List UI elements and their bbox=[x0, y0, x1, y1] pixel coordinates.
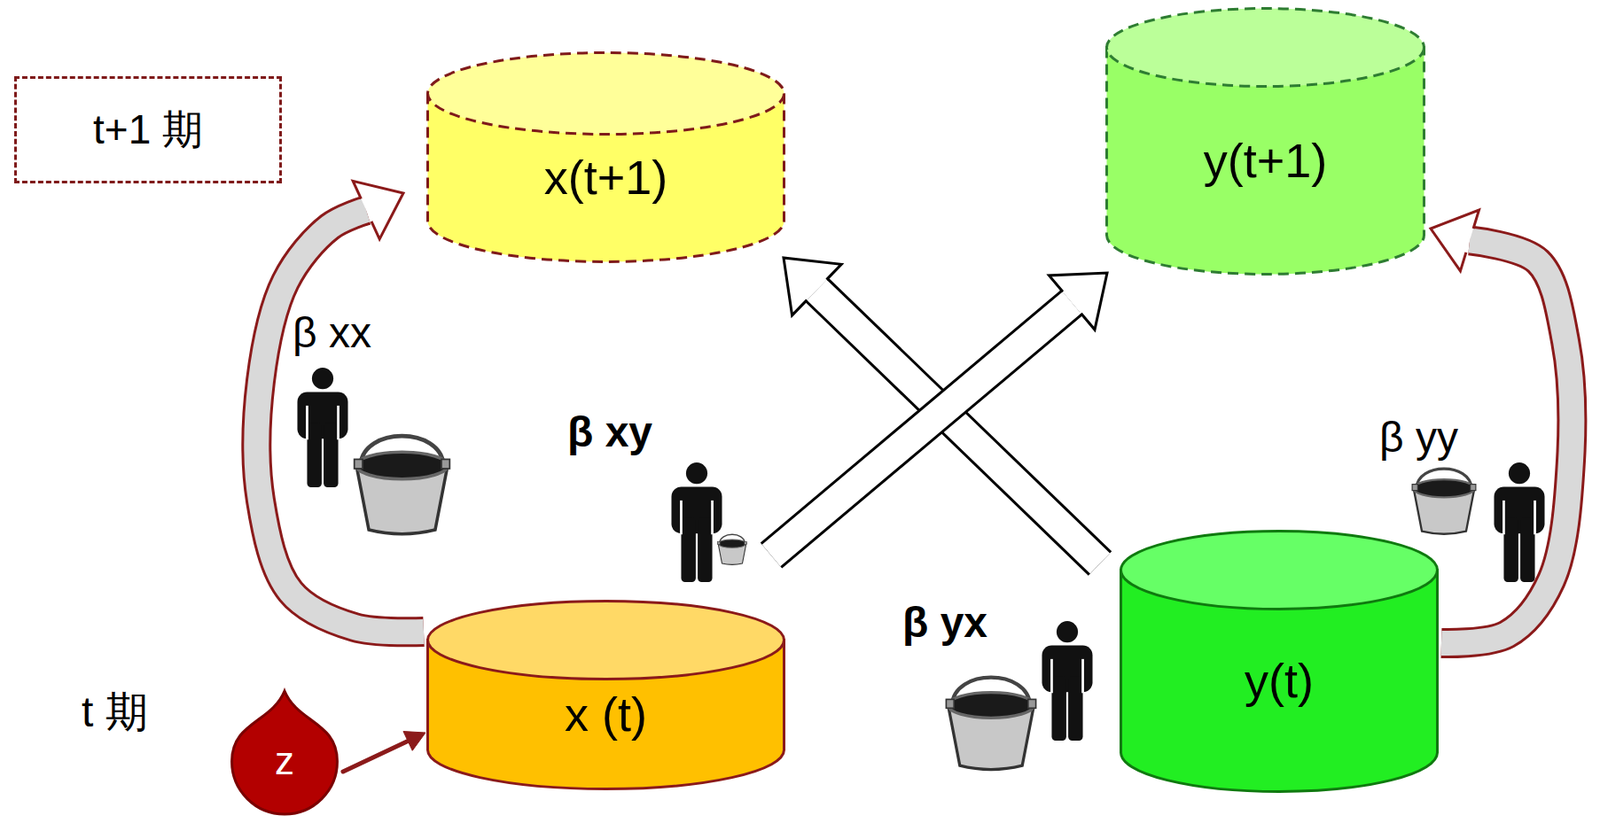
coefficient-label: β xy bbox=[567, 407, 653, 457]
stock-cylinder: x (t) bbox=[426, 600, 786, 791]
bucket-icon bbox=[1412, 468, 1476, 535]
shock-drop: z bbox=[222, 688, 347, 818]
node-label: z bbox=[274, 739, 295, 785]
bucket-icon bbox=[717, 534, 747, 565]
worker-icon bbox=[296, 367, 348, 488]
cross-arrow bbox=[771, 273, 1108, 556]
worker-icon bbox=[671, 462, 722, 583]
stock-cylinder: y(t) bbox=[1119, 530, 1439, 794]
shock-arrow bbox=[343, 732, 426, 773]
stock-cylinder: x(t+1) bbox=[426, 51, 786, 264]
stock-cylinder: y(t+1) bbox=[1105, 7, 1426, 276]
coefficient-label: β yy bbox=[1379, 413, 1459, 462]
feedback-arrow bbox=[257, 180, 424, 633]
coefficient-label: β yx bbox=[902, 598, 988, 648]
bucket-icon bbox=[354, 436, 451, 535]
node-label: y(t+1) bbox=[1203, 132, 1328, 188]
node-label: x (t) bbox=[564, 686, 648, 742]
worker-icon bbox=[1041, 621, 1093, 742]
period-box: t+1 期 bbox=[14, 76, 282, 184]
period-label: t 期 bbox=[81, 687, 149, 737]
worker-icon bbox=[1493, 462, 1545, 583]
bucket-icon bbox=[945, 678, 1036, 771]
node-label: y(t) bbox=[1244, 653, 1314, 709]
node-label: x(t+1) bbox=[544, 149, 669, 205]
coefficient-label: β xx bbox=[292, 308, 372, 358]
node-label: t+1 期 bbox=[93, 106, 203, 154]
